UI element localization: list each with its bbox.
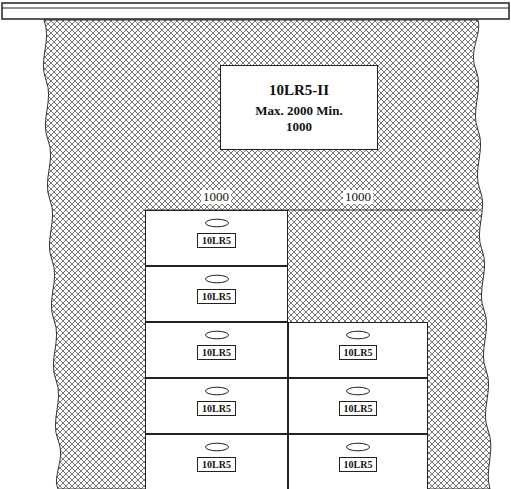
shelf-edge [2,8,509,9]
stock-box: 10LR5 [288,322,428,378]
bin-label-card: 10LR5-II Max. 2000 Min. 1000 [220,65,378,150]
pull-handle [204,274,230,284]
column-quantity: 1000 [343,190,373,204]
box-label: 10LR5 [339,457,378,472]
box-label: 10LR5 [339,401,378,416]
pull-handle [345,330,371,340]
stock-box: 10LR5 [145,322,288,378]
stock-box: 10LR5 [145,378,288,434]
stock-box: 10LR5 [288,434,428,489]
stock-box: 10LR5 [145,210,288,266]
stock-limits: Max. 2000 Min. 1000 [255,103,343,135]
box-label: 10LR5 [197,233,236,248]
stock-box: 10LR5 [145,434,288,489]
pull-handle [204,330,230,340]
pull-handle [204,386,230,396]
pull-handle [345,442,371,452]
pull-handle [204,442,230,452]
hatched-stock-area [43,20,490,489]
pull-handle [204,218,230,228]
box-label: 10LR5 [197,345,236,360]
box-label: 10LR5 [197,401,236,416]
box-label: 10LR5 [197,457,236,472]
stock-box: 10LR5 [145,266,288,322]
box-label: 10LR5 [339,345,378,360]
column-quantity: 1000 [201,190,231,204]
shelf-bar [2,3,509,19]
pull-handle [345,386,371,396]
bin-code: 10LR5-II [269,81,329,100]
box-label: 10LR5 [197,289,236,304]
stock-box: 10LR5 [288,378,428,434]
